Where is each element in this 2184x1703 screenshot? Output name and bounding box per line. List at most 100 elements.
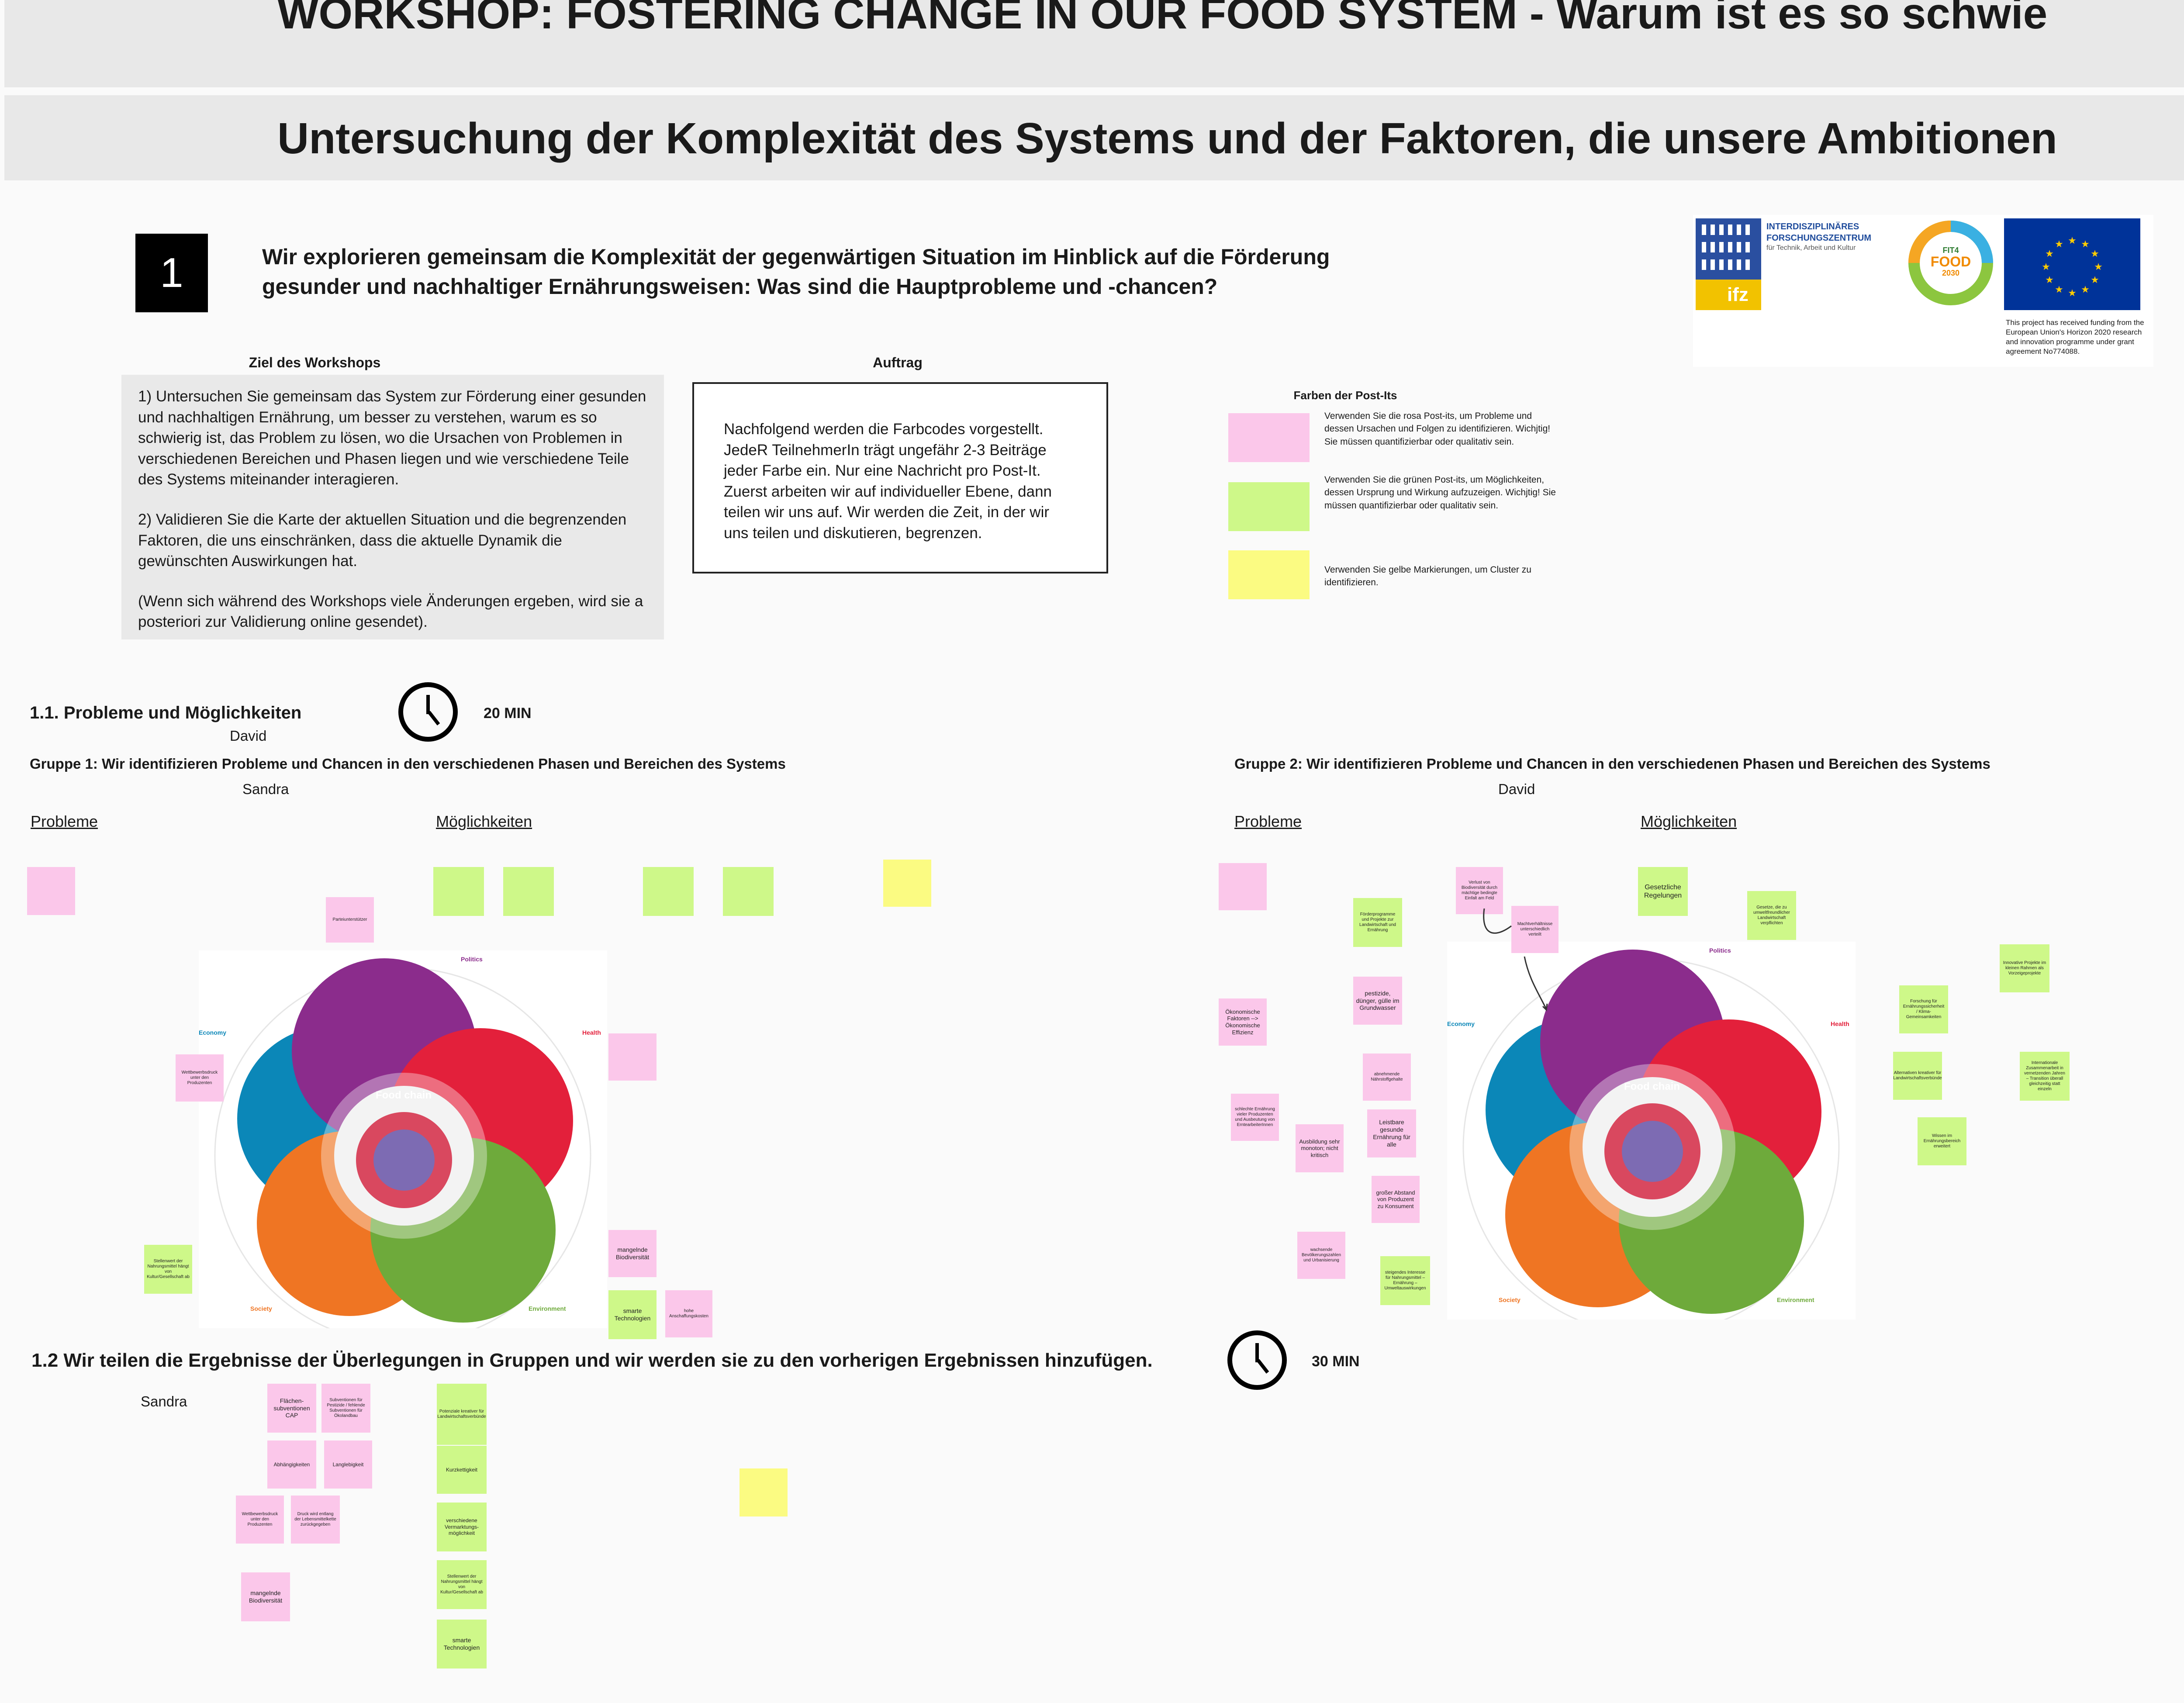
sticky-note[interactable]: steigendes Interesse für Nahrungsmittel … [1380,1256,1430,1305]
sticky-note[interactable]: hohe Anschaffungskosten [665,1290,712,1337]
sticky-note[interactable]: Ökonomische Faktoren --> Ökonomische Eff… [1219,998,1267,1046]
sticky-note[interactable]: mangelnde Biodiversität [241,1572,290,1621]
note-text: Kurzkettigkeit [446,1466,478,1473]
note-text: Wettbewerbsdruck unter den Produzenten [242,1512,278,1527]
note-text: Ausbildung sehr monoton; nicht kritisch [1299,1138,1340,1158]
sticky-note[interactable]: Forschung für Ernährungssicherheit / Kli… [1899,985,1948,1033]
goal-point-1: 1) Untersuchen Sie gemeinsam das System … [138,388,646,488]
note-text: Druck wird entlang der Lebensmittelkette… [294,1512,336,1527]
group2-problems-label: Probleme [1234,812,1302,830]
sticky-note[interactable]: Verlust von Biodiversität durch mächtige… [1456,867,1503,914]
svg-text:★: ★ [2081,239,2090,250]
logo-panel: ifz INTERDISZIPLINÄRES FORSCHUNGSZENTRUM… [1693,215,2153,367]
sticky-note[interactable]: Langlebigkeit [324,1440,372,1489]
sticky-note[interactable] [27,867,75,915]
group1-opportunities-label: Möglichkeiten [436,812,532,830]
sticky-note[interactable]: Kurzkettigkeit [437,1446,487,1494]
sticky-note[interactable] [883,860,931,907]
sticky-note[interactable] [643,867,694,916]
note-text: Flächen-subventionen CAP [273,1397,310,1419]
note-text: pestizide, dünger, gülle im Grundwasser [1356,989,1400,1012]
sticky-note[interactable]: Stellenwert der Nahrungsmittel hängt von… [437,1560,487,1609]
sticky-note[interactable] [433,867,484,916]
sticky-note[interactable]: Abhängigkeiten [267,1440,316,1489]
sticky-note[interactable]: Innovative Projekte im kleinen Rahmen al… [2000,944,2049,992]
group2-heading: Gruppe 2: Wir identifizieren Probleme un… [1234,756,1990,772]
section-1-2-heading: 1.2 Wir teilen die Ergebnisse der Überle… [31,1350,1153,1371]
note-text: großer Abstand von Produzent zu Konsumen… [1376,1189,1415,1209]
food-system-diagram-2: Food chain Politics Health Economy Socie… [1447,942,1856,1320]
sticky-note[interactable]: Subventionen für Pestizide / fehlende Su… [321,1384,370,1433]
section-number: 1 [135,234,208,312]
sticky-note[interactable] [723,867,774,916]
note-text: abnehmende Nährstoffgehalte [1371,1072,1403,1082]
ifz-name-line2: FORSCHUNGSZENTRUM [1766,233,1871,243]
sticky-note[interactable]: Flächen-subventionen CAP [267,1384,316,1433]
note-text: mangelnde Biodiversität [249,1589,283,1604]
task-box: Nachfolgend werden die Farbcodes vorgest… [692,382,1108,573]
sticky-note[interactable]: Potenziale kreativer für Landwirtschafts… [437,1384,487,1445]
goal-box: 1) Untersuchen Sie gemeinsam das System … [121,375,664,639]
sticky-note[interactable]: mangelnde Biodiversität [608,1230,657,1277]
sticky-note[interactable]: verschiedene Vermarktungs-möglichkeit [437,1503,487,1551]
note-text: smarte Technologien [614,1307,651,1322]
section-1-2-name: Sandra [141,1393,187,1409]
sticky-note[interactable]: pestizide, dünger, gülle im Grundwasser [1353,977,1402,1025]
note-text: Subventionen für Pestizide / fehlende Su… [327,1398,365,1418]
sticky-note[interactable]: großer Abstand von Produzent zu Konsumen… [1372,1176,1420,1223]
diagram1-economy-label: Economy [199,1029,227,1036]
group1-problems-label: Probleme [31,812,98,830]
note-text: Leistbare gesunde Ernährung für alle [1373,1119,1410,1148]
sticky-note[interactable]: Förderprogramme und Projekte zur Landwir… [1353,898,1402,947]
diagram2-society-label: Society [1499,1296,1521,1303]
sticky-note[interactable]: smarte Technologien [608,1290,657,1339]
note-text: Förderprogramme und Projekte zur Landwir… [1359,912,1396,933]
sticky-note[interactable]: Druck wird entlang der Lebensmittelkette… [291,1496,340,1544]
section-1-1-name: David [230,728,267,744]
sticky-note[interactable]: Ausbildung sehr monoton; nicht kritisch [1296,1124,1344,1172]
eu-flag-icon: ★★★★ ★★★★ ★★★★ [2004,218,2140,310]
sticky-note[interactable]: Alternativen kreativer für Landwirtschaf… [1893,1052,1942,1100]
note-text: smarte Technologien [443,1637,480,1651]
note-text: Langlebigkeit [332,1461,364,1468]
sticky-note[interactable]: Machtverhältnisse unterschiedlich vertei… [1511,906,1559,953]
ifz-name-line3: für Technik, Arbeit und Kultur [1766,244,1856,252]
sticky-note[interactable]: schlechte Ernährung vieler Produzenten u… [1231,1094,1279,1141]
svg-text:★: ★ [2068,235,2077,246]
title-banner: WORKSHOP: FOSTERING CHANGE IN OUR FOOD S… [4,0,2184,87]
sticky-note[interactable]: Wettbewerbsdruck unter den Produzenten [176,1054,224,1102]
diagram1-center-label: Food chain [376,1089,432,1101]
timer-20-min: 20 MIN [484,705,532,722]
group2-name: David [1498,781,1535,797]
sticky-note[interactable] [740,1468,788,1516]
sticky-note[interactable]: smarte Technologien [437,1620,487,1668]
note-text: hohe Anschaffungskosten [669,1309,708,1319]
note-text: Ökonomische Faktoren --> Ökonomische Eff… [1225,1008,1260,1036]
sticky-note[interactable] [503,867,554,916]
legend-pink-text: Verwenden Sie die rosa Post-its, um Prob… [1324,411,1551,447]
sticky-note[interactable]: Wissen im Ernährungsbereich erweitert [1918,1117,1966,1165]
diagram1-politics-label: Politics [461,956,483,963]
note-text: Machtverhältnisse unterschiedlich vertei… [1517,922,1553,937]
note-text: Internationale Zusammenarbeit in vernetz… [2024,1060,2065,1092]
subtitle-banner: Untersuchung der Komplexität des Systems… [4,95,2184,180]
sticky-note[interactable] [608,1033,657,1081]
sticky-note[interactable] [1219,863,1267,910]
sticky-note[interactable]: Leistbare gesunde Ernährung für alle [1367,1109,1416,1157]
note-text: Alternativen kreativer für Landwirtschaf… [1893,1071,1942,1081]
sticky-note[interactable]: Wettbewerbsdruck unter den Produzenten [236,1496,284,1544]
page-title: WORKSHOP: FOSTERING CHANGE IN OUR FOOD S… [277,0,2048,38]
timer-30-min: 30 MIN [1312,1353,1360,1370]
diagram1-environment-label: Environment [529,1305,566,1312]
sticky-note[interactable]: Stellenwert der Nahrungsmittel hängt von… [144,1245,192,1294]
sticky-note[interactable]: Gesetzliche Regelungen [1638,867,1688,916]
sticky-note[interactable]: abnehmende Nährstoffgehalte [1363,1054,1411,1101]
sticky-note[interactable]: wachsende Bevölkerungszahlen und Urbanis… [1297,1232,1345,1279]
fit4food-line3: 2030 [1942,269,1960,278]
note-text: wachsende Bevölkerungszahlen und Urbanis… [1301,1247,1341,1263]
fit4food-logo: FIT4 FOOD 2030 [1907,219,1994,307]
sticky-note[interactable]: Gesetze, die zu umweltfreundlicher Landw… [1747,891,1796,940]
sticky-note[interactable]: Internationale Zusammenarbeit in vernetz… [2020,1052,2070,1101]
sticky-note[interactable]: Parteiunterstützer [326,897,374,943]
legend-title: Farben der Post-Its [1293,389,1397,402]
